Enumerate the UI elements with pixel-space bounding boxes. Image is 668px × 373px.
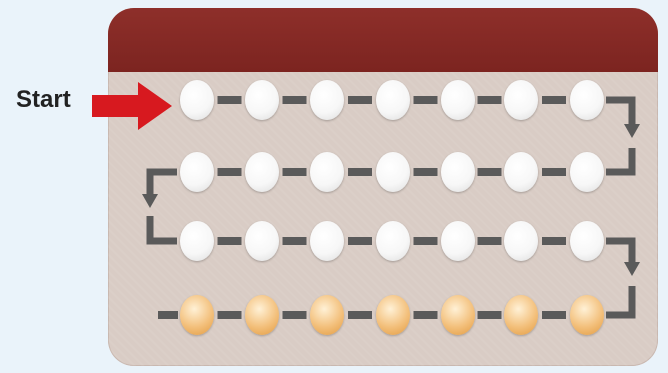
active-pill xyxy=(310,80,344,120)
path-dash xyxy=(158,311,178,319)
active-pill xyxy=(441,221,475,261)
inactive-pill xyxy=(570,295,604,335)
path-turn-left xyxy=(150,172,177,196)
active-pill xyxy=(441,152,475,192)
path-turn-right-2b xyxy=(606,286,632,315)
active-pill xyxy=(245,152,279,192)
path-arrow-down-icon xyxy=(142,194,158,208)
path-dash xyxy=(348,311,372,319)
path-dash xyxy=(283,311,307,319)
active-pill xyxy=(245,80,279,120)
active-pill xyxy=(441,80,475,120)
path-dash xyxy=(478,237,502,245)
path-dash xyxy=(218,96,242,104)
path-dash xyxy=(414,168,438,176)
path-turn-right-1 xyxy=(606,100,632,126)
active-pill xyxy=(504,80,538,120)
active-pill xyxy=(180,152,214,192)
active-pill xyxy=(310,152,344,192)
path-dash xyxy=(218,168,242,176)
active-pill xyxy=(504,152,538,192)
path-dash xyxy=(218,311,242,319)
path-dash xyxy=(414,311,438,319)
path-dash xyxy=(542,237,566,245)
path-dash xyxy=(283,96,307,104)
path-dash xyxy=(478,168,502,176)
inactive-pill xyxy=(245,295,279,335)
inactive-pill xyxy=(504,295,538,335)
active-pill xyxy=(376,152,410,192)
path-turn-right-1b xyxy=(606,148,632,172)
inactive-pill xyxy=(180,295,214,335)
active-pill xyxy=(570,152,604,192)
path-dash xyxy=(542,168,566,176)
path-dash xyxy=(478,96,502,104)
active-pill xyxy=(180,80,214,120)
inactive-pill xyxy=(376,295,410,335)
active-pill xyxy=(570,80,604,120)
path-arrow-down-icon xyxy=(624,124,640,138)
path-dash xyxy=(348,96,372,104)
active-pill xyxy=(245,221,279,261)
path-dash xyxy=(478,311,502,319)
path-dash xyxy=(414,237,438,245)
path-dash xyxy=(348,168,372,176)
path-arrow-down-icon xyxy=(624,262,640,276)
path-dash xyxy=(414,96,438,104)
path-dash xyxy=(542,311,566,319)
path-dash xyxy=(283,237,307,245)
active-pill xyxy=(504,221,538,261)
path-dash xyxy=(218,237,242,245)
active-pill xyxy=(180,221,214,261)
active-pill xyxy=(310,221,344,261)
active-pill xyxy=(376,80,410,120)
active-pill xyxy=(570,221,604,261)
path-dash xyxy=(283,168,307,176)
active-pill xyxy=(376,221,410,261)
inactive-pill xyxy=(441,295,475,335)
path-dash xyxy=(348,237,372,245)
path-turn-right-2 xyxy=(606,241,632,264)
inactive-pill xyxy=(310,295,344,335)
path-turn-left-b xyxy=(150,216,177,241)
path-dash xyxy=(542,96,566,104)
